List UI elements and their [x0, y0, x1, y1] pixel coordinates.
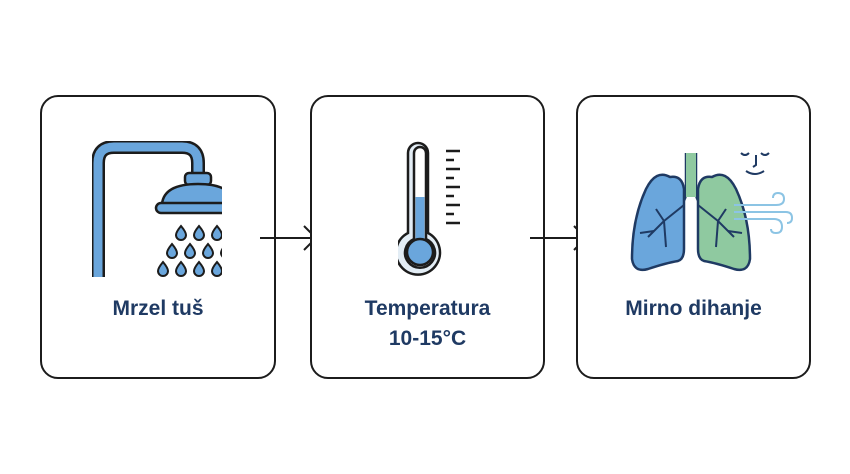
- lungs-breathing-icon: [630, 152, 794, 272]
- step-card-calm-breathing: Mirno dihanje: [576, 95, 811, 379]
- shower-icon: [92, 141, 222, 277]
- step-label-calm-breathing: Mirno dihanje: [625, 297, 762, 320]
- step-label-cold-shower: Mrzel tuš: [112, 297, 204, 320]
- step-label-line-2: 10-15°C: [388, 327, 467, 350]
- step-card-temperature: Temperatura 10-15°C: [310, 95, 545, 379]
- step-label-line-1: Temperatura: [364, 297, 491, 320]
- step-label-temperature: Temperatura 10-15°C: [312, 294, 543, 354]
- step-card-cold-shower: Mrzel tuš: [40, 95, 276, 379]
- thermometer-icon: [398, 141, 460, 276]
